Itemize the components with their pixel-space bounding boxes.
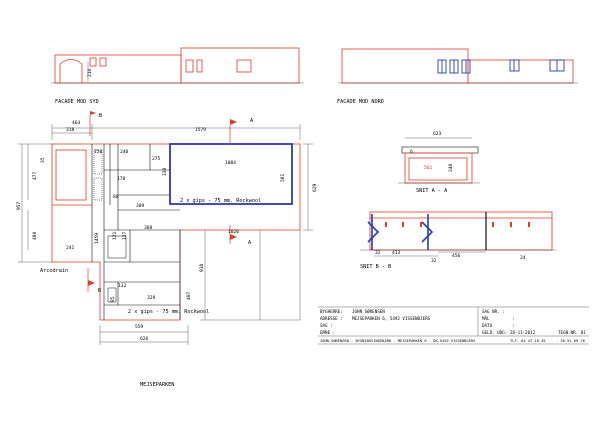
tb-bygherre-value: JOHN SØRENSEN xyxy=(352,309,385,314)
section-mark-a-top: A xyxy=(250,118,254,124)
dim-407: 407 xyxy=(186,291,192,300)
tb-adresse-label: ADRESSE : xyxy=(320,316,343,321)
tb-dato-label: DATO xyxy=(482,323,493,328)
dim-957: 957 xyxy=(16,201,22,210)
tb-footer: JOHN SØRENSEN - BYGNINGSINGENIØR - MEJSE… xyxy=(320,338,475,343)
dim-626: 626 xyxy=(140,336,149,342)
tb-sag-label: SAG : xyxy=(320,323,333,328)
arcodrain-label: Arcodrain xyxy=(40,268,68,274)
dim-581: 581 xyxy=(280,173,286,182)
tb-sagnr-label: SAG NR. : xyxy=(482,309,505,314)
dim-480: 480 xyxy=(32,231,38,240)
facade-north-label: FACADE MOD NORD xyxy=(337,99,384,105)
section-a-height: 240 xyxy=(448,163,454,172)
dim-1579: 1579 xyxy=(195,127,206,133)
dim-309: 309 xyxy=(136,203,145,209)
dim-464: 464 xyxy=(72,120,81,126)
dim-329: 329 xyxy=(147,295,156,301)
section-mark-a-bottom: A xyxy=(248,240,252,246)
dim-127: 127 xyxy=(122,231,128,240)
facade-south-label: FACADE MOD SYD xyxy=(55,99,99,105)
facade-south-window xyxy=(99,57,107,67)
dim-240: 240 xyxy=(120,149,129,155)
tb-adresse-value: MEJSEPARKEN 6, 5492 VISSENBJERG xyxy=(352,316,431,321)
tb-emne-label: EMNE : xyxy=(320,330,335,335)
facade-north: FACADE MOD NORD xyxy=(337,48,578,105)
dim-132: 132 xyxy=(118,283,127,289)
facade-south-window xyxy=(89,57,97,67)
section-b-456: 456 xyxy=(452,253,461,259)
section-b-32-left: 32 xyxy=(375,250,381,256)
dim-170: 170 xyxy=(117,176,126,182)
facade-south-window xyxy=(196,59,203,73)
plan-section-markers: B A A B xyxy=(87,111,254,294)
dim-241: 241 xyxy=(66,245,75,251)
section-b-openings xyxy=(385,222,530,227)
facade-south-left-wall xyxy=(54,54,182,84)
facade-north-windows xyxy=(437,59,565,74)
facade-south-window xyxy=(236,59,252,73)
plan-dimension-lines xyxy=(18,124,313,345)
street-label: MEJSEPARKEN xyxy=(140,382,174,388)
tb-dato-value: : xyxy=(512,323,515,328)
section-a-width: 623 xyxy=(433,131,442,137)
tb-mal-value: : xyxy=(512,316,515,321)
section-mark-b-bottom: B xyxy=(98,288,101,294)
wall-note-bottom: 2 x gips - 75 mm. Rockwool xyxy=(128,309,209,315)
dim-559: 559 xyxy=(135,324,144,330)
dim-629: 629 xyxy=(312,183,318,192)
dim-1459: 1459 xyxy=(94,233,100,244)
dim-275: 275 xyxy=(152,156,161,162)
section-b-24: 24 xyxy=(520,255,526,261)
facade-south-window xyxy=(185,59,194,73)
facade-south-height: 210 xyxy=(87,68,93,77)
section-b-b: 32 413 32 456 24 SNIT B - B xyxy=(360,211,556,270)
dim-80: 80 xyxy=(113,194,119,200)
dim-388: 388 xyxy=(144,225,153,231)
facade-south: 210 FACADE MOD SYD xyxy=(51,47,304,105)
plan-walls xyxy=(51,143,301,321)
tb-phone1: TLF. 64 47 18 45 xyxy=(510,339,546,343)
facade-south-right-wall xyxy=(180,47,300,84)
dim-1004: 1004 xyxy=(225,160,236,166)
dim-150: 150 xyxy=(94,149,103,155)
dim-918: 918 xyxy=(199,263,205,272)
tb-tegnnr: TEGN.NR. 01 xyxy=(558,330,586,335)
section-a-inner: 561 xyxy=(424,165,433,171)
section-mark-b-top: B xyxy=(99,113,102,119)
facade-north-left-wall xyxy=(341,48,469,84)
tb-bygherre-label: BYGHERRE: xyxy=(320,309,343,314)
dim-330: 330 xyxy=(162,167,168,176)
plan-insulated-room xyxy=(169,143,293,205)
tb-geld-value: 26-11-2012 xyxy=(510,330,536,335)
section-b-32-mid: 32 xyxy=(431,258,437,264)
plan-dimension-labels: 464 318 1579 150 240 275 1004 35 477 957… xyxy=(16,120,318,342)
section-b-label: SNIT B - B xyxy=(360,264,391,270)
tb-phone2: - 26 51 69 76 xyxy=(556,339,585,343)
dim-477: 477 xyxy=(32,171,38,180)
dim-1020: 1020 xyxy=(228,229,239,235)
title-block: BYGHERRE: JOHN SØRENSEN ADRESSE : MEJSEP… xyxy=(318,306,589,345)
section-a-label: SNIT A - A xyxy=(416,188,448,194)
section-b-413: 413 xyxy=(392,250,401,256)
floor-plan: B A A B 464 318 1579 150 240 275 1004 35… xyxy=(16,111,318,388)
wall-note-top: 2 x gips - 75 mm. Rockwool xyxy=(180,198,261,204)
tb-mal-label: MÅL xyxy=(482,316,490,321)
dim-35: 35 xyxy=(40,157,46,163)
facade-south-garage-door xyxy=(59,59,83,83)
section-a-a: 623 561 240 6 SNIT A - A xyxy=(398,131,480,194)
section-b-insulation xyxy=(367,214,434,250)
dim-318: 318 xyxy=(66,127,75,133)
section-a-left: 6 xyxy=(410,149,413,155)
dim-121: 121 xyxy=(112,231,118,240)
tb-geld-label: GELD. UDG: xyxy=(482,330,507,335)
dim-85: 85 xyxy=(110,296,116,302)
